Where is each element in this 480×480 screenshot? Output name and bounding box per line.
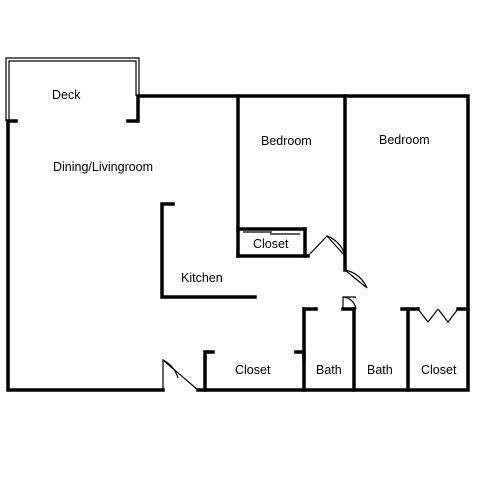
exterior-walls (6, 94, 470, 392)
deck-railing (5, 57, 140, 121)
closet-bifold-door (417, 308, 459, 323)
bath-left-label: Bath (316, 363, 342, 377)
closet-bedroom-label: Closet (253, 237, 289, 251)
deck-label: Deck (52, 88, 81, 102)
closet-sliding-door (243, 231, 300, 235)
bedroom-left-door (307, 235, 346, 257)
kitchen-label: Kitchen (181, 271, 223, 285)
interior-walls (160, 94, 470, 392)
closet-hall-label: Closet (235, 363, 271, 377)
dining-livingroom-label: Dining/Livingroom (53, 160, 153, 174)
bath-door (342, 296, 357, 310)
entry-door (162, 358, 199, 391)
bath-right-label: Bath (367, 363, 393, 377)
bedroom-left-label: Bedroom (261, 134, 312, 148)
bedroom-right-door (344, 269, 368, 289)
closet-right-label: Closet (421, 363, 457, 377)
bedroom-right-label: Bedroom (379, 133, 430, 147)
